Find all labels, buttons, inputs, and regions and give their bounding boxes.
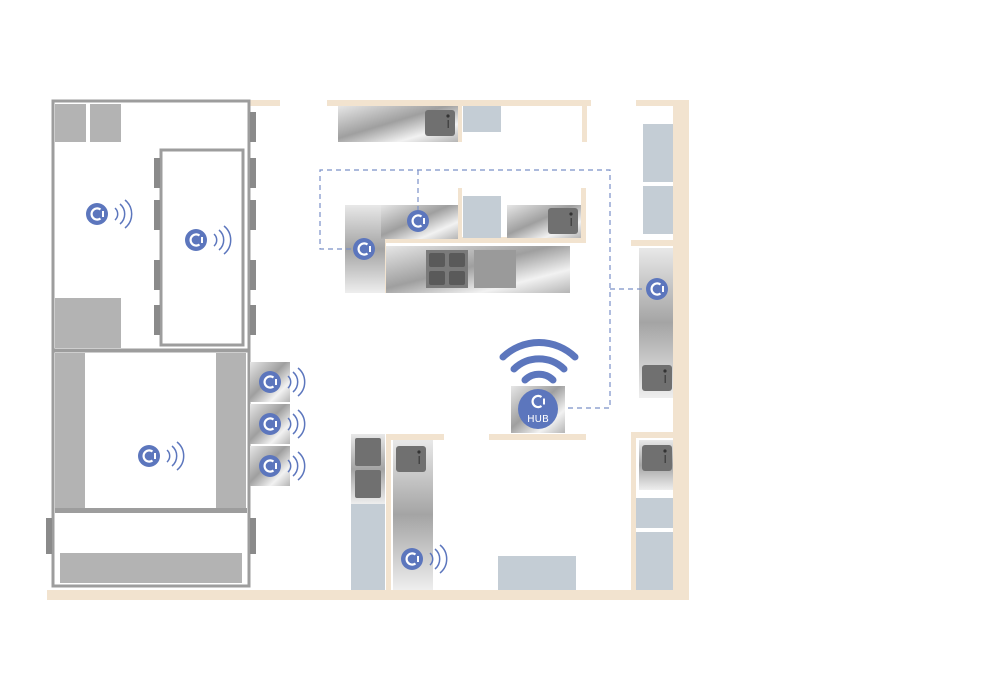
sensor-signal-icon <box>84 201 110 227</box>
top-wall-right-stub <box>636 100 686 106</box>
sink-icon <box>548 208 578 234</box>
sink-icon <box>642 445 672 471</box>
signal-waves-icon <box>287 409 306 439</box>
hub-device[interactable]: HUB <box>511 386 565 433</box>
sink-icon <box>396 446 426 472</box>
right-storage <box>636 124 673 590</box>
stove-burners-icon <box>426 250 468 288</box>
sink-icon <box>425 110 455 136</box>
sink-icon <box>642 365 672 391</box>
sensor-signal-icon <box>351 236 377 262</box>
sensor-prep-line-top[interactable] <box>405 208 431 234</box>
building-walls <box>47 100 689 600</box>
bottom-wall <box>47 590 689 600</box>
lower-room-post <box>386 434 391 592</box>
sensor-signal-icon <box>257 411 283 437</box>
sensor-signal-icon <box>257 453 283 479</box>
hub-label: HUB <box>527 414 549 425</box>
lower-room-wall-right <box>489 434 586 440</box>
cold-room-upper <box>51 99 256 352</box>
prep-line <box>345 196 581 293</box>
wifi-icon <box>499 339 579 384</box>
signal-waves-icon <box>287 451 306 481</box>
hub-icon: HUB <box>518 389 558 429</box>
cold-room-lower <box>46 349 256 588</box>
sensor-signal-icon <box>257 369 283 395</box>
lower-right-post <box>631 432 636 592</box>
sensor-signal-icon <box>136 443 162 469</box>
top-counter <box>338 106 501 142</box>
sensor-signal-icon <box>644 276 670 302</box>
lower-equipment <box>351 434 576 590</box>
right-room-shelf-top <box>631 240 675 246</box>
right-room-shelf-bottom <box>631 432 675 438</box>
island-wall-horizontal <box>383 237 586 243</box>
sensor-signal-icon <box>399 546 425 572</box>
sensor-signal-icon <box>405 208 431 234</box>
sensor-prep-line-left[interactable] <box>351 236 377 262</box>
island-wall-right <box>581 188 586 243</box>
right-wall <box>673 100 689 600</box>
top-right-post <box>582 100 587 142</box>
sensor-network-lines <box>319 169 645 409</box>
signal-waves-icon <box>287 367 306 397</box>
divider-upper <box>458 100 462 142</box>
sensor-right-unit[interactable] <box>644 276 670 302</box>
sensor-signal-icon <box>183 227 209 253</box>
divider-mid <box>458 188 462 240</box>
top-wall-left-stub <box>248 100 280 106</box>
lower-room-wall-left <box>386 434 444 440</box>
